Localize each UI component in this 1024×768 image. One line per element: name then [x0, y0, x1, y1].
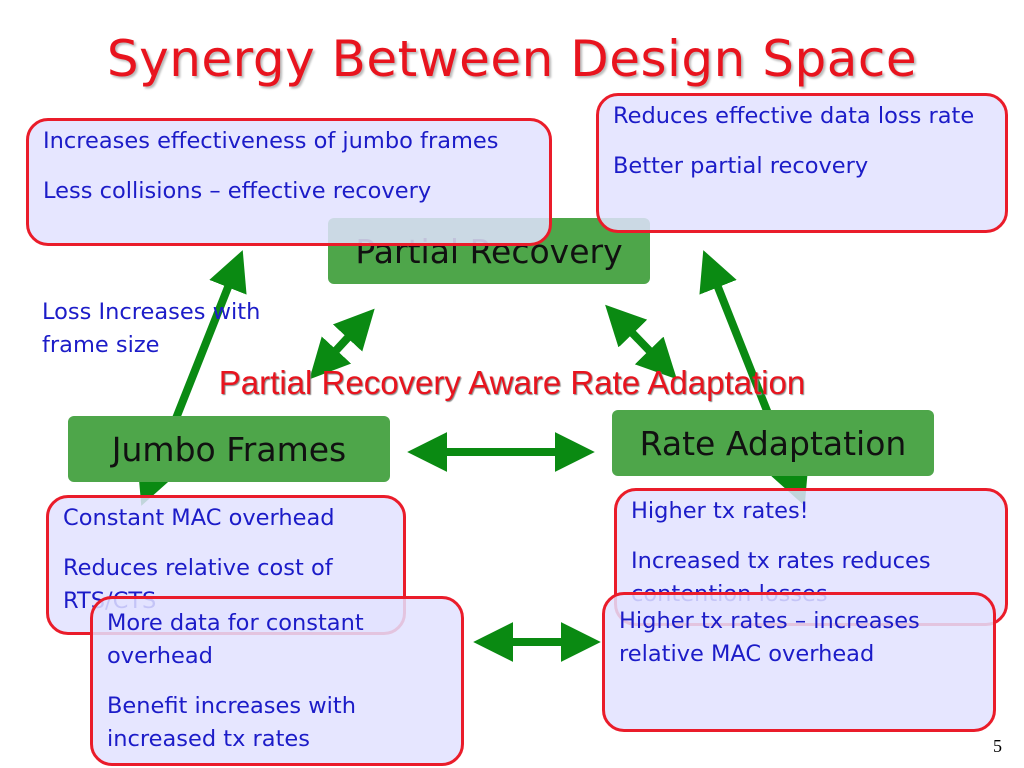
box-line: Better partial recovery [613, 153, 869, 179]
node-rate-adaptation: Rate Adaptation [612, 410, 934, 476]
box-line: More data for constant overhead [107, 610, 364, 669]
box-relative-overhead: Higher tx rates – increases relative MAC… [602, 592, 996, 732]
box-line: Higher tx rates – increases relative MAC… [619, 608, 920, 667]
box-more-data: More data for constant overhead Benefit … [90, 596, 464, 766]
box-line: Benefit increases with increased tx rate… [107, 693, 356, 752]
box-line: Increases effectiveness of jumbo frames [43, 128, 499, 154]
box-jumbo-effectiveness: Increases effectiveness of jumbo frames … [26, 118, 552, 246]
box-line: Reduces effective data loss rate [613, 103, 975, 129]
page-number: 5 [993, 736, 1002, 756]
center-label: Partial Recovery Aware Rate Adaptation [218, 364, 806, 401]
box-line: Higher tx rates! [631, 498, 809, 524]
loss-note: Loss Increases with frame size [42, 299, 261, 358]
arrow-recovery-rate [605, 304, 677, 380]
arrow-recovery-jumbo [309, 308, 375, 380]
node-jumbo-frames: Jumbo Frames [68, 416, 390, 482]
box-line: Less collisions – effective recovery [43, 178, 432, 204]
box-data-loss: Reduces effective data loss rate Better … [596, 93, 1008, 233]
box-line: Constant MAC overhead [63, 505, 335, 531]
slide-title: Synergy Between Design Space [106, 30, 918, 88]
